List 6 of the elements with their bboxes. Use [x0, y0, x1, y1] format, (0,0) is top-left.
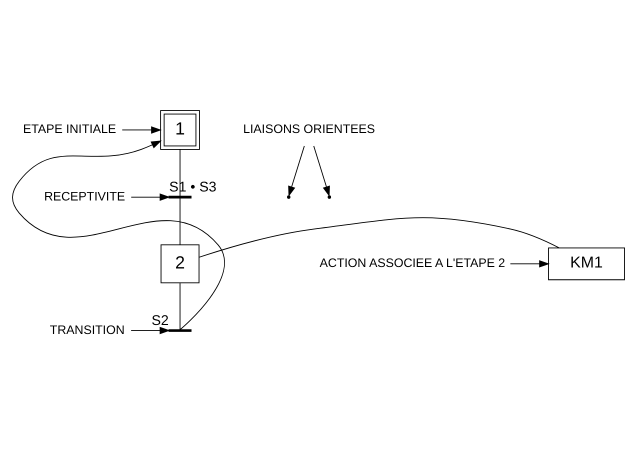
node-text: TRANSITION [50, 322, 125, 337]
node-text: ACTION ASSOCIEE A L'ETAPE 2 [320, 256, 506, 270]
node-text: RECEPTIVITE [44, 189, 126, 204]
node-label: S2 [152, 312, 169, 328]
node-text: LIAISONS ORIENTEES [243, 122, 375, 136]
node-text: ETAPE INITIALE [22, 122, 116, 136]
